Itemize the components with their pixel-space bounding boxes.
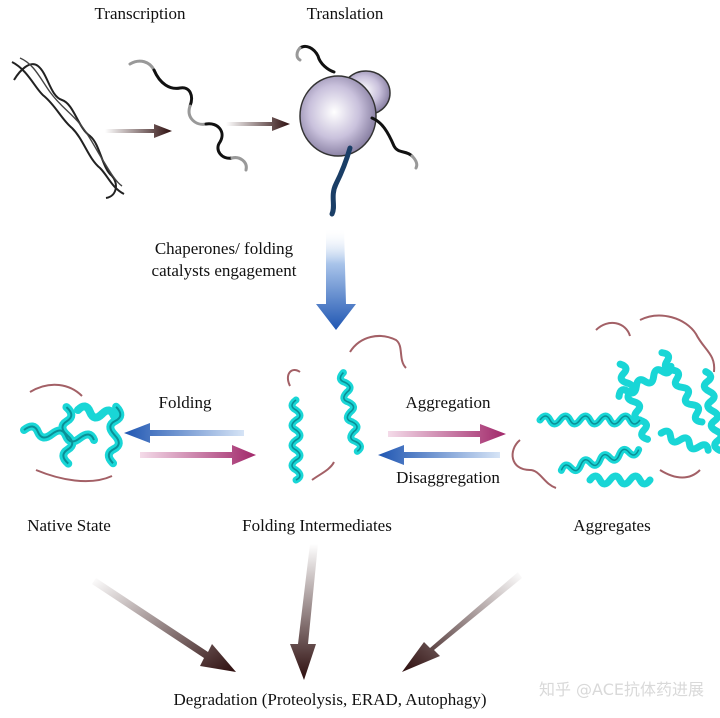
chaperones-label-line2: catalysts engagement <box>151 261 297 280</box>
translation-arrow <box>226 117 290 131</box>
folding-arrow-left <box>124 423 244 443</box>
aggregation-arrow <box>388 424 506 444</box>
folding-arrow-right <box>140 445 256 465</box>
degradation-label: Degradation (Proteolysis, ERAD, Autophag… <box>173 690 487 709</box>
dna-double-helix <box>11 57 125 199</box>
watermark-text: 知乎 @ACE抗体药进展 <box>538 680 704 699</box>
chaperones-label-line1: Chaperones/ folding <box>154 239 294 258</box>
mrna-strand <box>128 59 248 172</box>
aggregation-label: Aggregation <box>405 393 491 412</box>
chaperone-arrow <box>316 228 356 330</box>
translation-label: Translation <box>306 4 384 23</box>
disaggregation-arrow <box>378 445 500 465</box>
transcription-arrow <box>105 124 172 138</box>
disaggregation-label: Disaggregation <box>396 468 500 487</box>
folding-intermediate-protein <box>286 335 407 484</box>
native-state-label: Native State <box>27 516 111 535</box>
degradation-arrow-left <box>92 578 236 672</box>
aggregates-label: Aggregates <box>573 516 651 535</box>
ribosome <box>295 44 419 217</box>
native-state-protein <box>20 383 125 483</box>
aggregates-protein <box>511 314 720 489</box>
degradation-arrow-right <box>402 572 522 672</box>
folding-intermediates-label: Folding Intermediates <box>242 516 392 535</box>
folding-label: Folding <box>158 393 212 412</box>
degradation-arrow-middle <box>290 544 318 680</box>
transcription-label: Transcription <box>94 4 186 23</box>
